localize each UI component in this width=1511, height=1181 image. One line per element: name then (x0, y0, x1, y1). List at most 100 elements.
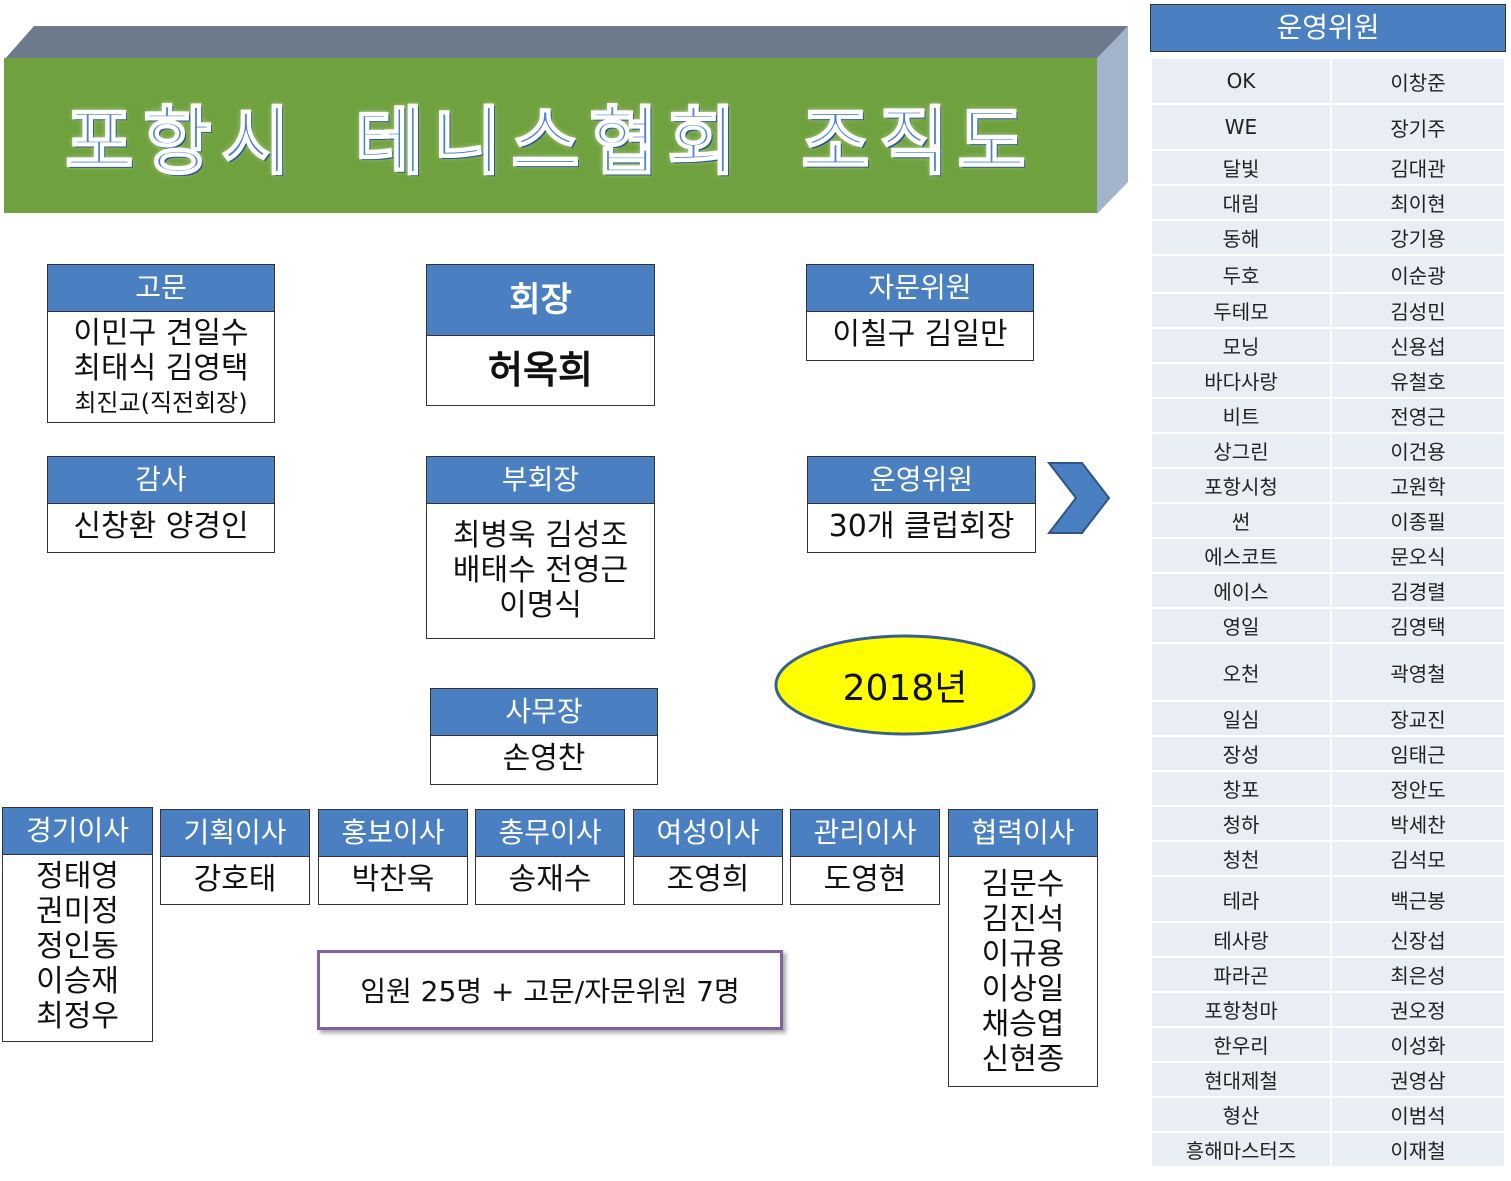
director-box: 여성이사 조영희 (633, 809, 783, 905)
club-name-cell: 한우리 (1150, 1026, 1332, 1063)
member-name-cell: 이건용 (1330, 432, 1506, 469)
secretary-name-line: 손영찬 (502, 741, 586, 776)
club-name-cell: 포항청마 (1150, 991, 1332, 1028)
director-name: 김진석 (981, 902, 1065, 937)
page-title: 포항시 테니스협회 조직도 (64, 98, 1036, 186)
club-name-cell: WE (1150, 103, 1332, 151)
club-name-cell: 파라곤 (1150, 956, 1332, 993)
vice-president-name-line: 배태수 전영근 (452, 553, 629, 588)
member-name-cell: 임태근 (1330, 735, 1506, 772)
president-name: 허옥희 (488, 348, 593, 392)
auditor-name-line: 신창환 양경인 (73, 509, 249, 544)
club-name-cell: 장성 (1150, 735, 1332, 772)
advisor-name-line: 최태식 김영택 (73, 351, 249, 386)
secretary-label: 사무장 (431, 689, 657, 736)
director-name: 정인동 (36, 929, 119, 964)
year-label: 2018년 (842, 668, 968, 709)
club-name-cell: 흥해마스터즈 (1150, 1131, 1332, 1168)
consultant-label: 자문위원 (807, 265, 1033, 312)
member-name-cell: 장교진 (1330, 700, 1506, 737)
banner-side-face (1097, 26, 1128, 214)
director-label: 총무이사 (476, 810, 624, 857)
member-name-cell: 박세찬 (1330, 805, 1506, 842)
club-name-cell: 형산 (1150, 1096, 1332, 1133)
director-label: 협력이사 (949, 810, 1097, 857)
director-box: 홍보이사 박찬욱 (318, 809, 468, 905)
member-name-cell: 이범석 (1330, 1096, 1506, 1133)
president-box: 회장 허옥희 (426, 264, 655, 406)
vice-president-name-line: 이명식 (499, 588, 582, 623)
club-name-cell: 에스코트 (1150, 537, 1332, 574)
member-name-cell: 김영택 (1330, 607, 1506, 644)
member-name-cell: 신장섭 (1330, 921, 1506, 958)
director-name: 채승엽 (981, 1007, 1065, 1042)
director-name: 박찬욱 (351, 862, 435, 897)
auditor-box: 감사 신창환 양경인 (47, 456, 275, 553)
member-name-cell: 신용섭 (1330, 327, 1506, 364)
club-name-cell: 동해 (1150, 219, 1332, 256)
club-name-cell: 대림 (1150, 184, 1332, 221)
director-box: 협력이사 김문수 김진석 이규용 이상일 채승엽 신현종 (948, 809, 1098, 1087)
director-name: 신현종 (981, 1042, 1065, 1077)
member-name-cell: 고원학 (1330, 467, 1506, 504)
club-name-cell: 테라 (1150, 875, 1332, 923)
member-name-cell: 김경렬 (1330, 572, 1506, 609)
member-name-cell: 이재철 (1330, 1131, 1506, 1168)
member-name-cell: 이창준 (1330, 57, 1506, 105)
committee-list-header: 운영위원 (1150, 4, 1506, 52)
member-name-cell: 전영근 (1330, 397, 1506, 434)
consultant-box: 자문위원 이칠구 김일만 (806, 264, 1034, 361)
member-name-cell: 최이현 (1330, 184, 1506, 221)
club-name-cell: 청하 (1150, 805, 1332, 842)
committee-name-line: 30개 클럽회장 (828, 509, 1015, 544)
member-name-cell: 문오식 (1330, 537, 1506, 574)
member-name-cell: 백근봉 (1330, 875, 1506, 923)
club-name-cell: 모닝 (1150, 327, 1332, 364)
director-name: 송재수 (508, 862, 592, 897)
director-name: 권미정 (36, 894, 119, 929)
member-name-cell: 권오정 (1330, 991, 1506, 1028)
director-name: 최정우 (36, 999, 119, 1034)
club-name-cell: 두테모 (1150, 292, 1332, 329)
director-box: 총무이사 송재수 (475, 809, 625, 905)
club-name-cell: 비트 (1150, 397, 1332, 434)
member-name-cell: 최은성 (1330, 956, 1506, 993)
director-name: 강호태 (193, 862, 277, 897)
club-name-cell: 두호 (1150, 254, 1332, 294)
director-name: 이승재 (36, 964, 119, 999)
vice-president-box: 부회장 최병욱 김성조 배태수 전영근 이명식 (426, 456, 655, 639)
club-name-cell: 에이스 (1150, 572, 1332, 609)
member-name-cell: 이순광 (1330, 254, 1506, 294)
committee-label: 운영위원 (808, 457, 1035, 504)
advisor-name-line: 최진교(직전회장) (74, 389, 248, 417)
club-name-cell: 일심 (1150, 700, 1332, 737)
member-name-cell: 김석모 (1330, 840, 1506, 877)
member-name-cell: 김대관 (1330, 149, 1506, 186)
director-name: 정태영 (36, 859, 119, 894)
auditor-label: 감사 (48, 457, 274, 504)
director-label: 기획이사 (161, 810, 309, 857)
secretary-box: 사무장 손영찬 (430, 688, 658, 785)
club-name-cell: 포항시청 (1150, 467, 1332, 504)
club-name-cell: 청천 (1150, 840, 1332, 877)
club-name-cell: 현대제철 (1150, 1061, 1332, 1098)
club-name-cell: 오천 (1150, 642, 1332, 702)
club-name-cell: 썬 (1150, 502, 1332, 539)
club-name-cell: 상그린 (1150, 432, 1332, 469)
club-name-cell: 달빛 (1150, 149, 1332, 186)
